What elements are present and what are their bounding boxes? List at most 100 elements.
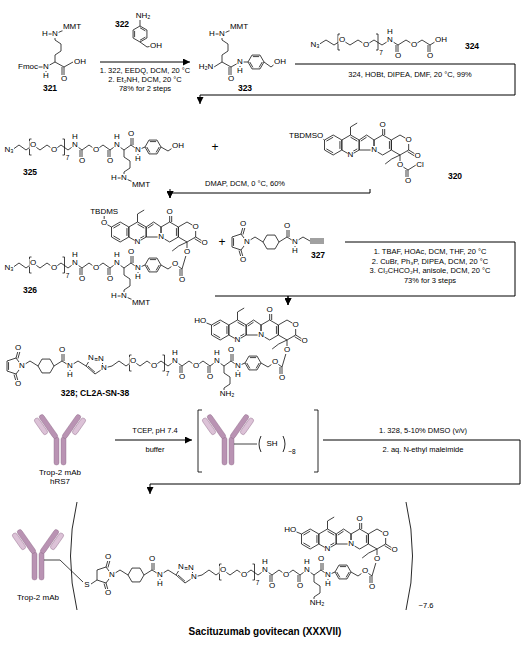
bond xyxy=(213,334,220,338)
compound-number: 323 xyxy=(238,84,252,93)
atom-label: N xyxy=(121,292,128,300)
atom-label: OH xyxy=(274,58,287,66)
atom-label: O xyxy=(58,346,65,354)
reaction-arrow xyxy=(150,440,520,494)
atom-label: O xyxy=(29,259,36,267)
atom-label: N xyxy=(178,563,185,571)
atom-label: O xyxy=(14,380,21,388)
atom-label: N xyxy=(292,238,299,246)
bond xyxy=(231,353,232,361)
atom-label: O xyxy=(183,248,190,256)
bond xyxy=(238,308,245,320)
bond xyxy=(253,56,259,57)
atom-label: N₃ xyxy=(4,146,14,154)
atom-label: O xyxy=(178,373,185,381)
bond xyxy=(112,222,129,242)
reagent-text: 1. 328, 5-10% DMSO (v/v) xyxy=(379,427,467,435)
atom-label: N xyxy=(371,146,378,154)
compound-number: 327 xyxy=(311,251,325,260)
atom-label: H xyxy=(42,30,49,38)
atom-label: N₃ xyxy=(310,41,320,49)
atom-label: N xyxy=(214,357,221,365)
bond xyxy=(269,313,270,320)
subscript: 7 xyxy=(66,273,70,280)
atom-label: NH₂ xyxy=(135,12,151,20)
bond xyxy=(351,137,358,141)
compound-number: 328; CL2A-SN-38 xyxy=(61,389,130,398)
bond xyxy=(303,531,310,535)
compound-box: 326 xyxy=(5,198,215,304)
atom-label: O xyxy=(148,555,155,563)
atom-label: O xyxy=(278,374,285,382)
atom-label: N xyxy=(348,540,355,548)
atom-label: O xyxy=(292,321,299,329)
atom-label: O xyxy=(178,276,185,284)
bond xyxy=(154,562,155,570)
compound-box: 325 xyxy=(5,104,205,189)
atom-label: O xyxy=(283,346,290,354)
subscript: 7 xyxy=(379,50,383,57)
atom-label: O xyxy=(283,222,290,230)
bond xyxy=(323,562,324,570)
bond xyxy=(316,535,317,543)
bond xyxy=(44,560,83,582)
bracket xyxy=(283,436,285,452)
atom-label: NH₂ xyxy=(309,599,325,607)
atom-label: O xyxy=(92,264,99,272)
atom-label: N xyxy=(258,331,265,339)
atom-label: O xyxy=(219,566,226,574)
bond xyxy=(106,560,108,567)
atom-label: N xyxy=(43,63,50,71)
atom-label: O xyxy=(396,161,403,169)
antibody-chain xyxy=(240,417,255,435)
compound-number: 322 xyxy=(115,20,129,29)
bond xyxy=(214,62,222,67)
atom-label: N xyxy=(72,141,79,149)
atom-label: O xyxy=(206,373,213,381)
bond xyxy=(113,236,120,240)
bond xyxy=(126,228,127,236)
bond xyxy=(78,361,86,366)
bond xyxy=(366,535,367,543)
atom-label: MMT xyxy=(229,23,248,31)
atom-label: H xyxy=(67,371,74,379)
compound-number: 326 xyxy=(23,286,37,295)
bond xyxy=(245,356,261,370)
bond xyxy=(361,522,362,529)
bond xyxy=(55,34,61,62)
atom-label: OH xyxy=(74,58,87,66)
compound-number: 320 xyxy=(448,172,462,181)
bond xyxy=(138,224,145,228)
reagent-text: 324, HOBt, DIPEA, DMF, 20 °C, 99% xyxy=(348,71,471,79)
atom-label: TBDMSO xyxy=(289,132,324,140)
bracket xyxy=(314,410,318,472)
bond xyxy=(253,564,255,580)
atom-label: NH₂ xyxy=(219,390,235,398)
atom-label: O xyxy=(317,555,324,563)
bond xyxy=(351,123,358,135)
atom-label: O xyxy=(296,582,303,590)
atom-label: N xyxy=(387,36,394,44)
reagent-text: 1. 322, EEDQ, DCM, 20 °C xyxy=(100,67,191,75)
atom-label: N xyxy=(262,566,269,574)
bracket xyxy=(71,502,78,610)
bond xyxy=(340,566,346,567)
atom-label: O xyxy=(78,275,85,283)
antibody-chain xyxy=(11,532,26,550)
compound-box: 323 xyxy=(190,5,295,93)
compound-number: 324 xyxy=(465,42,479,51)
atom-label: O xyxy=(301,337,308,345)
bond xyxy=(328,517,335,529)
atom-label: O xyxy=(14,344,21,352)
bond xyxy=(150,141,156,142)
bond xyxy=(55,62,64,67)
atom-label: O xyxy=(239,220,246,228)
bond xyxy=(376,34,378,50)
compound-box: 327 xyxy=(230,205,345,265)
atom-label: O xyxy=(127,248,134,256)
bond xyxy=(16,351,18,358)
bond xyxy=(287,229,288,237)
atom-label: O xyxy=(106,275,113,283)
antibody xyxy=(33,414,86,465)
